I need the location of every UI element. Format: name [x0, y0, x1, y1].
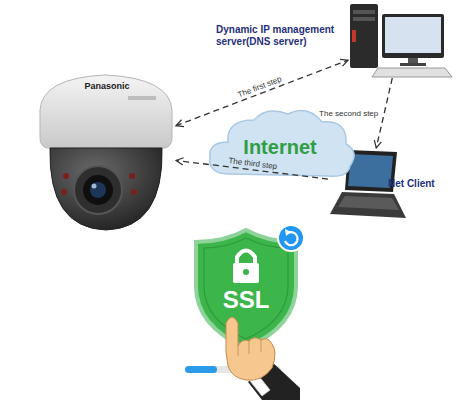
internet-cloud: Internet — [200, 104, 360, 188]
brand-name: Panasonic — [38, 81, 176, 91]
lock-shackle — [237, 251, 255, 265]
step-label: The second step — [319, 109, 378, 118]
shield-label: SSL — [188, 286, 304, 314]
cloud-label: Internet — [200, 136, 360, 159]
dashed-connector — [176, 60, 348, 126]
lock-body — [233, 263, 259, 283]
dashed-connector — [176, 160, 328, 179]
server-computer — [350, 4, 452, 77]
step-label: The third step — [228, 156, 278, 171]
pointing-hand — [226, 317, 300, 400]
step-label: The first step — [236, 74, 282, 99]
server-node: Dynamic IP management server(DNS server) — [348, 2, 454, 78]
client-node: Net Client — [328, 148, 408, 220]
lock-keyhole — [243, 269, 249, 275]
dome-camera — [40, 75, 172, 230]
camera-node: Panasonic — [38, 72, 176, 232]
server-label: Dynamic IP management server(DNS server) — [216, 24, 344, 47]
refresh-badge — [278, 225, 304, 251]
client-label: Net Client — [388, 178, 450, 190]
dashed-connector — [376, 78, 392, 148]
